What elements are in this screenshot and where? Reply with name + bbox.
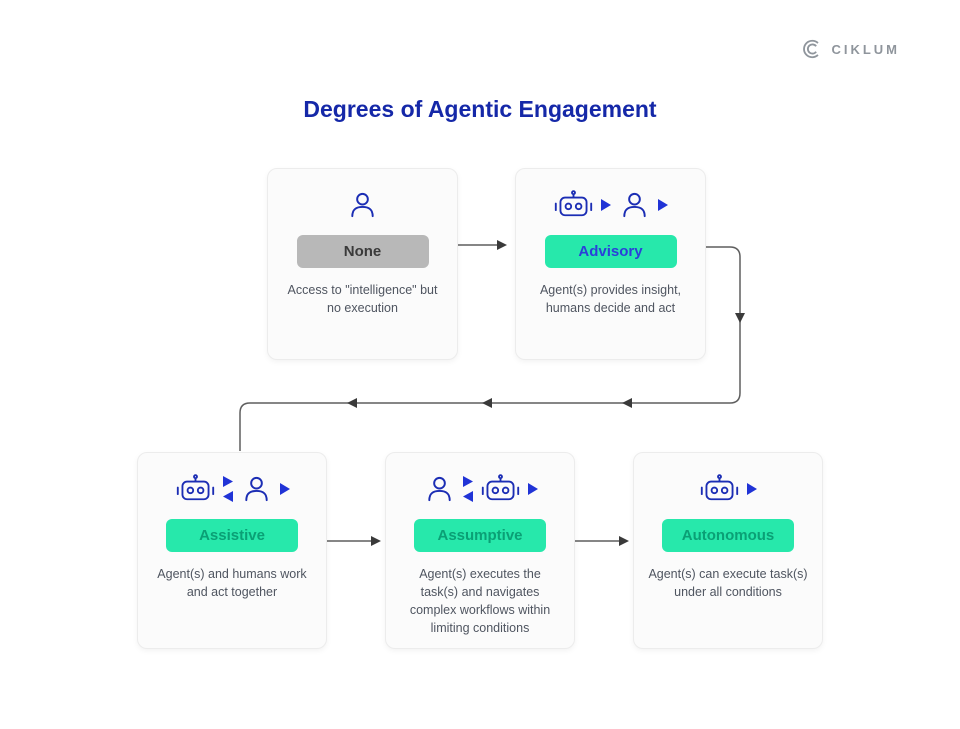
card-none-description: Access to "intelligence" but no executio… — [287, 283, 438, 316]
arrowhead-right — [371, 536, 381, 546]
arrows-pair-icon — [222, 476, 233, 502]
arrow-right-icon — [279, 483, 290, 495]
person-icon — [618, 189, 651, 222]
icon-row — [699, 469, 757, 509]
arrowhead-left — [482, 398, 492, 408]
arrows-pair-icon — [462, 476, 473, 502]
badge-assumptive: Assumptive — [414, 519, 546, 552]
card-assumptive-description: Agent(s) executes the task(s) and naviga… — [409, 567, 551, 636]
card-assistive: Assistive Agent(s) and humans work and a… — [137, 452, 327, 649]
card-assumptive: Assumptive Agent(s) executes the task(s)… — [385, 452, 575, 649]
arrow-right-icon — [747, 483, 757, 495]
icon-row — [423, 469, 538, 509]
arrow-right-icon — [527, 483, 538, 495]
page-title: Degrees of Agentic Engagement — [303, 96, 657, 122]
card-autonomous-description: Agent(s) can execute task(s) under all c… — [648, 567, 808, 600]
icon-row — [175, 469, 290, 509]
badge-advisory: Advisory — [544, 235, 677, 268]
arrowhead-right — [497, 240, 507, 250]
arrow-right-icon — [601, 199, 611, 211]
card-advisory: Advisory Agent(s) provides insight, huma… — [515, 168, 706, 360]
badge-autonomous: Autonomous — [662, 519, 794, 552]
robot-icon — [175, 473, 216, 505]
icon-row — [346, 185, 379, 225]
robot-icon — [699, 473, 740, 505]
robot-icon — [553, 189, 594, 221]
badge-assistive: Assistive — [166, 519, 298, 552]
card-autonomous: Autonomous Agent(s) can execute task(s) … — [633, 452, 823, 649]
person-icon — [346, 189, 379, 222]
badge-none: None — [296, 235, 429, 268]
card-assistive-description: Agent(s) and humans work and act togethe… — [157, 567, 307, 600]
person-icon — [423, 473, 456, 506]
arrowhead-left — [347, 398, 357, 408]
robot-icon — [480, 473, 521, 505]
ciklum-logo-text: CIKLUM — [831, 41, 900, 57]
arrow-right-icon — [658, 199, 668, 211]
card-advisory-description: Agent(s) provides insight, humans decide… — [539, 283, 682, 316]
person-icon — [240, 473, 273, 506]
arrowhead-down — [735, 313, 745, 323]
ciklum-logo-icon — [801, 38, 823, 60]
arrowhead-right — [619, 536, 629, 546]
arrowhead-left — [622, 398, 632, 408]
icon-row — [553, 185, 668, 225]
ciklum-logo: CIKLUM — [801, 38, 900, 60]
card-none: None Access to "intelligence" but no exe… — [267, 168, 458, 360]
